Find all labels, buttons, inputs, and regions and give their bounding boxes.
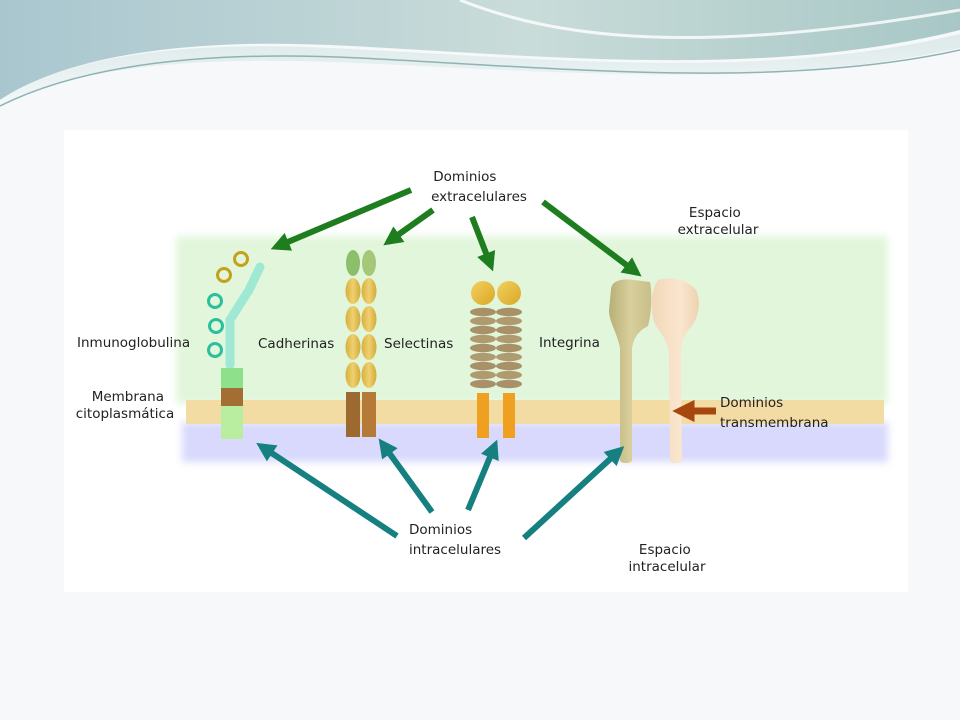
intracellular-space-label-line2: intracelular bbox=[628, 559, 705, 575]
arrow-to-selectins bbox=[469, 215, 496, 272]
intracellular-arrows bbox=[256, 438, 625, 541]
arrow-to-integrin bbox=[541, 199, 642, 277]
arrow-to-integrin-tail bbox=[521, 446, 625, 541]
intracellular-domains-label-line1: Dominios bbox=[409, 522, 472, 538]
arrow-to-immunoglobulin-tail bbox=[256, 442, 399, 539]
intracellular-domains-label: Dominios intracelulares bbox=[409, 522, 501, 558]
immunoglobulin-molecule bbox=[207, 251, 265, 439]
intracellular-domains-label-line2: intracelulares bbox=[409, 542, 501, 558]
extracellular-domains-label-line2: extracelulares bbox=[431, 189, 527, 205]
extracellular-space-label-line1: Espacio bbox=[689, 205, 741, 221]
membrane-label-line1: Membrana bbox=[92, 389, 164, 405]
extracellular-domains-label: Dominios extracelulares bbox=[431, 169, 527, 205]
intracellular-space-label-line1: Espacio bbox=[639, 542, 691, 558]
selectin-repeats-right bbox=[496, 307, 522, 389]
ig-domain-circle bbox=[207, 342, 223, 358]
selectin-molecule bbox=[470, 281, 522, 438]
extracellular-arrows bbox=[270, 187, 642, 277]
transmembrane-domains-label-line2: transmembrana bbox=[720, 415, 829, 431]
transmembrane-domains-label: Dominios transmembrana bbox=[720, 395, 829, 431]
arrow-to-selectin-tail bbox=[465, 439, 499, 512]
ig-domain-circle bbox=[233, 251, 249, 267]
ig-domain-circle bbox=[208, 318, 224, 334]
cell-adhesion-diagram: Dominios extracelulares Espacio extracel… bbox=[64, 130, 908, 592]
extracellular-space-label: Espacio extracelular bbox=[678, 205, 759, 238]
cadherin-molecule bbox=[345, 250, 377, 437]
ig-domain-circle bbox=[216, 267, 232, 283]
selectin-repeats-left bbox=[470, 307, 496, 389]
cadherins-label: Cadherinas bbox=[258, 336, 334, 352]
ig-domain-circle bbox=[207, 293, 223, 309]
extracellular-region bbox=[176, 236, 888, 404]
transmembrane-domains-label-line1: Dominios bbox=[720, 395, 783, 411]
header-swoosh-decoration bbox=[0, 0, 960, 108]
extracellular-space-label-line2: extracelular bbox=[678, 222, 759, 238]
immunoglobulin-label: Inmunoglobulina bbox=[77, 335, 190, 351]
diagram-canvas: Dominios extracelulares Espacio extracel… bbox=[76, 169, 888, 575]
arrow-to-cadherins bbox=[383, 207, 435, 246]
integrin-molecule bbox=[609, 278, 699, 463]
arrow-to-immunoglobulin bbox=[270, 187, 413, 251]
selectins-label: Selectinas bbox=[384, 336, 453, 352]
membrane-label: Membrana citoplasmática bbox=[76, 389, 175, 422]
membrane-label-line2: citoplasmática bbox=[76, 406, 175, 422]
arrow-to-cadherin-tail bbox=[378, 438, 435, 514]
intracellular-region bbox=[182, 422, 888, 462]
extracellular-domains-label-line1: Dominios bbox=[433, 169, 496, 185]
integrin-label: Integrina bbox=[539, 335, 600, 351]
intracellular-space-label: Espacio intracelular bbox=[628, 542, 705, 575]
membrane-band bbox=[186, 400, 884, 424]
